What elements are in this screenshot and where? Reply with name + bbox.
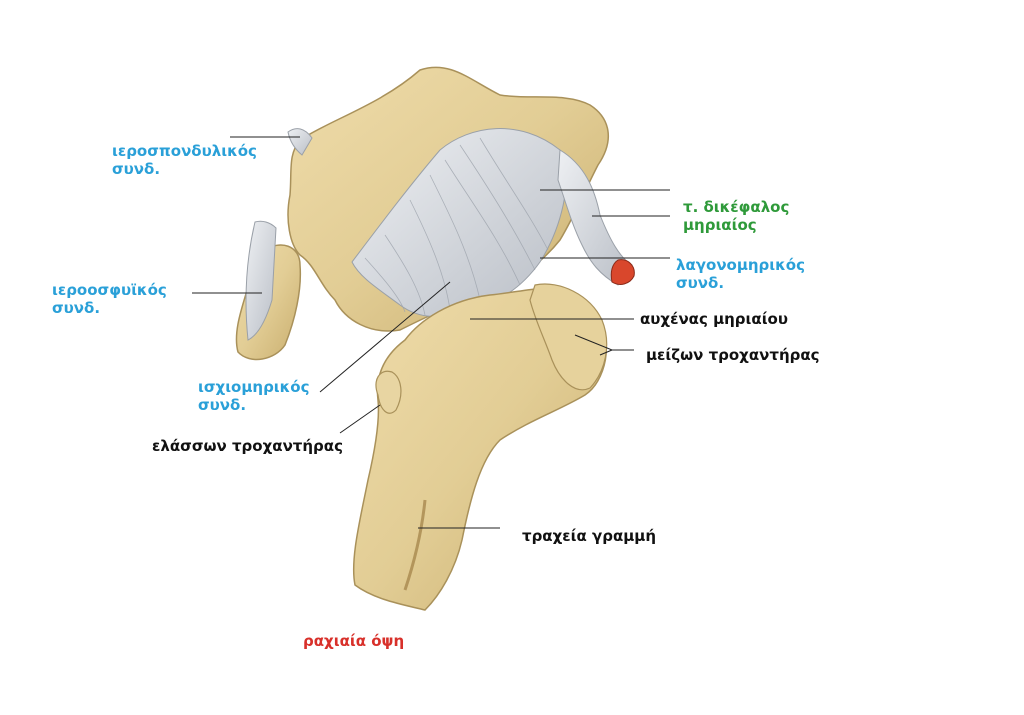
sacrotuberous-ligament (245, 220, 277, 341)
label-ischiofemoral-line2: συνδ. (198, 396, 247, 414)
label-iliofemoral-line1: λαγονομηρικός (676, 256, 805, 274)
greater-trochanter-shape (529, 283, 608, 391)
label-rectus-femoris: τ. δικέφαλος μηριαίος (683, 198, 789, 234)
sacrospinous-ligament (287, 128, 313, 156)
label-ischiofemoral-ligament: ισχιομηρικός συνδ. (198, 378, 310, 414)
label-sacrospinous-ligament: ιεροσπονδυλικός συνδ. (112, 142, 257, 178)
label-iliofemoral-ligament: λαγονομηρικός συνδ. (676, 256, 805, 292)
label-sacrospinous-line1: ιεροσπονδυλικός (112, 142, 257, 160)
label-sacrotuberous-line2: συνδ. (52, 299, 101, 317)
label-linea-aspera: τραχεία γραμμή (522, 527, 657, 545)
label-sacrospinous-line2: συνδ. (112, 160, 161, 178)
ligament-fibers (364, 137, 549, 316)
label-rectus-femoris-line2: μηριαίος (683, 216, 757, 234)
label-femoral-neck: αυχένας μηριαίου (640, 310, 788, 328)
label-greater-trochanter: μείζων τροχαντήρας (646, 346, 820, 364)
rectus-femoris-cut-end (610, 259, 635, 285)
label-sacrotuberous-ligament: ιεροοσφυϊκός συνδ. (52, 281, 167, 317)
label-sacrotuberous-line1: ιεροοσφυϊκός (52, 281, 167, 299)
label-lesser-trochanter: ελάσσων τροχαντήρας (152, 437, 343, 455)
label-view: ραχιαία όψη (303, 632, 405, 650)
label-rectus-femoris-line1: τ. δικέφαλος (683, 198, 790, 216)
label-iliofemoral-line2: συνδ. (676, 274, 725, 292)
linea-aspera-shape (403, 499, 427, 591)
leader-lines (192, 136, 670, 529)
label-ischiofemoral-line1: ισχιομηρικός (198, 378, 310, 396)
lesser-trochanter-shape (375, 370, 402, 414)
